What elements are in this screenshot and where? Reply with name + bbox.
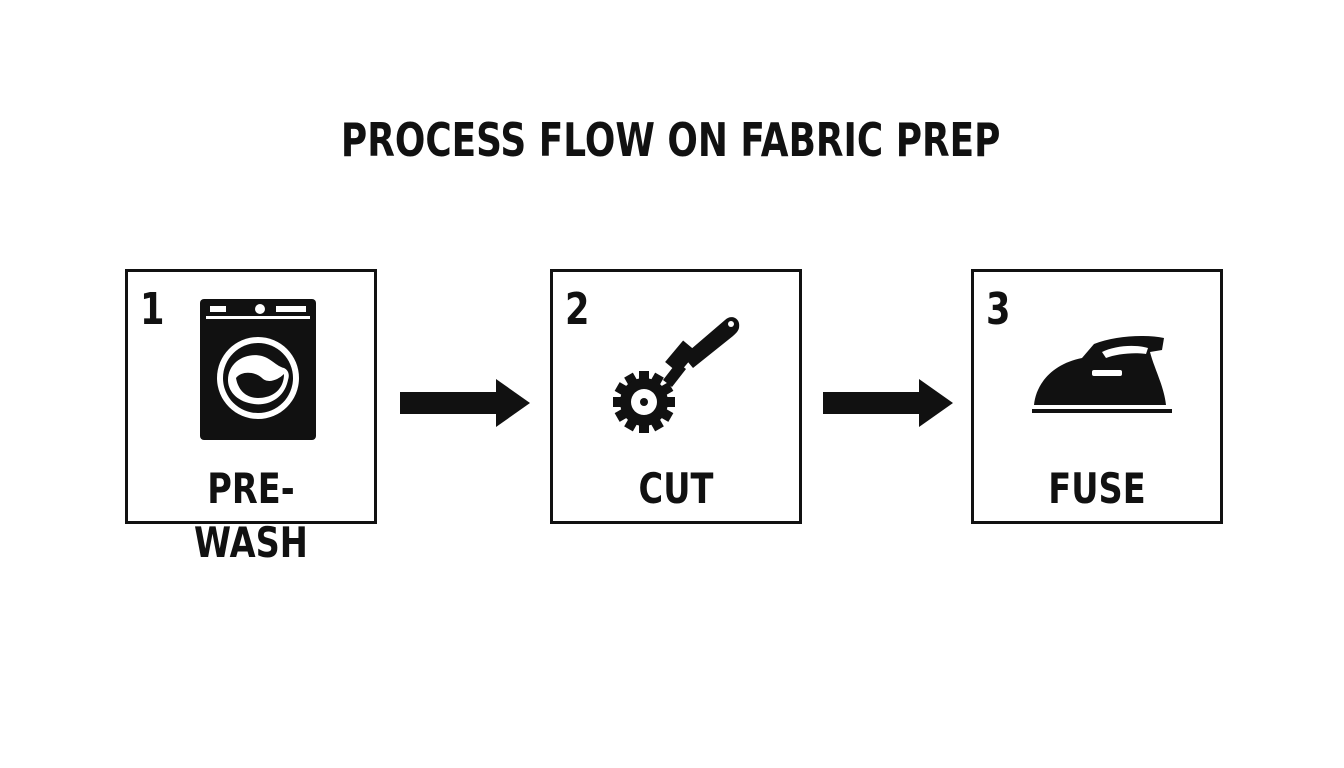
step-label: FUSE	[1048, 464, 1146, 513]
step-label: CUT	[638, 464, 714, 513]
diagram-title: PROCESS FLOW ON FABRIC PREP	[340, 113, 1001, 167]
step-number: 3	[986, 284, 1011, 335]
step-box-fuse: 3 FUSE	[971, 269, 1223, 524]
rotary-cutter-icon	[613, 317, 740, 433]
washing-machine-icon	[200, 299, 316, 440]
step-number: 2	[565, 284, 590, 335]
iron-icon	[1032, 336, 1172, 413]
flow-arrow-icon	[823, 379, 953, 427]
step-box-cut: 2 CUT	[550, 269, 802, 524]
step-box-pre-wash: 1 PRE-WASH	[125, 269, 377, 567]
step-number: 1	[140, 284, 165, 335]
flow-arrow-icon	[400, 379, 530, 427]
step-label: PRE-WASH	[194, 464, 308, 567]
